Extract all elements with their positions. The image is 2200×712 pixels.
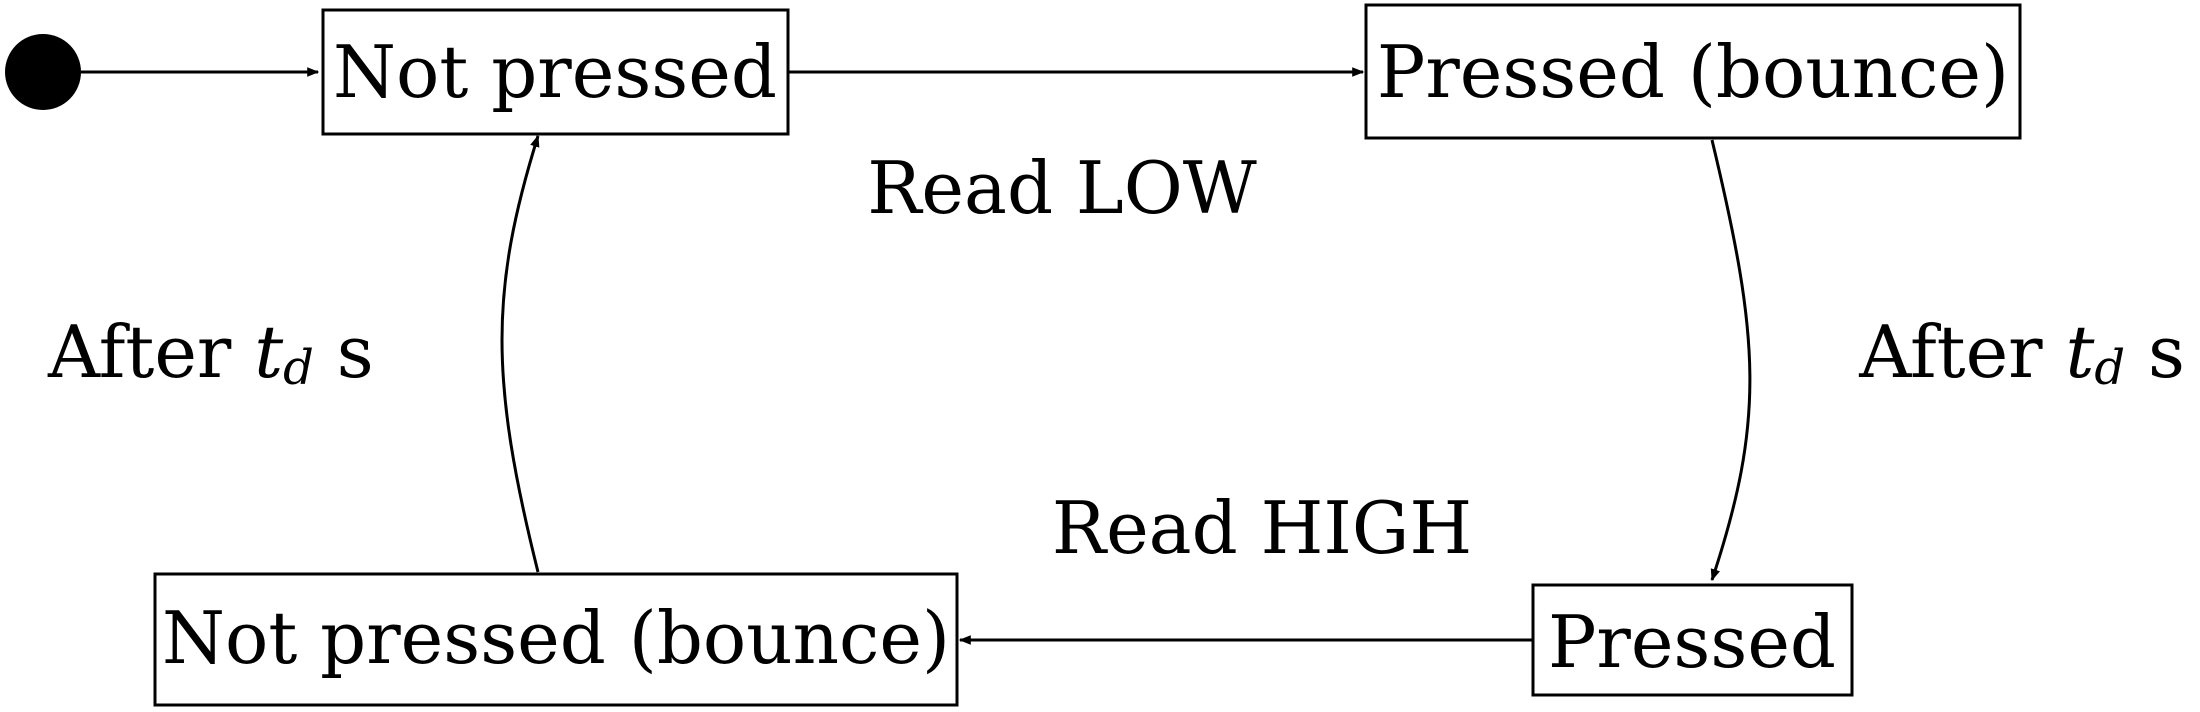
transition-label-read-low: Read LOW <box>867 146 1257 230</box>
state-label: Pressed <box>1548 600 1836 684</box>
state-label: Not pressed (bounce) <box>162 596 950 680</box>
transition-label-after-td-right: After td s <box>1858 310 2185 396</box>
state-label: Pressed (bounce) <box>1377 30 2009 114</box>
state-pressed-bounce: Pressed (bounce) <box>1364 3 2022 140</box>
state-not-pressed: Not pressed <box>321 8 790 136</box>
state-pressed: Pressed <box>1531 583 1854 697</box>
state-label: Not pressed <box>333 30 777 114</box>
edge-pressed-bounce-to-pressed <box>1710 139 1752 582</box>
state-not-pressed-bounce: Not pressed (bounce) <box>153 572 959 707</box>
transition-label-read-high: Read HIGH <box>1052 486 1472 570</box>
transition-label-after-td-left: After td s <box>47 310 374 396</box>
initial-state-dot <box>5 34 81 110</box>
edge-not-pressed-bounce-to-not-pressed <box>500 134 540 573</box>
